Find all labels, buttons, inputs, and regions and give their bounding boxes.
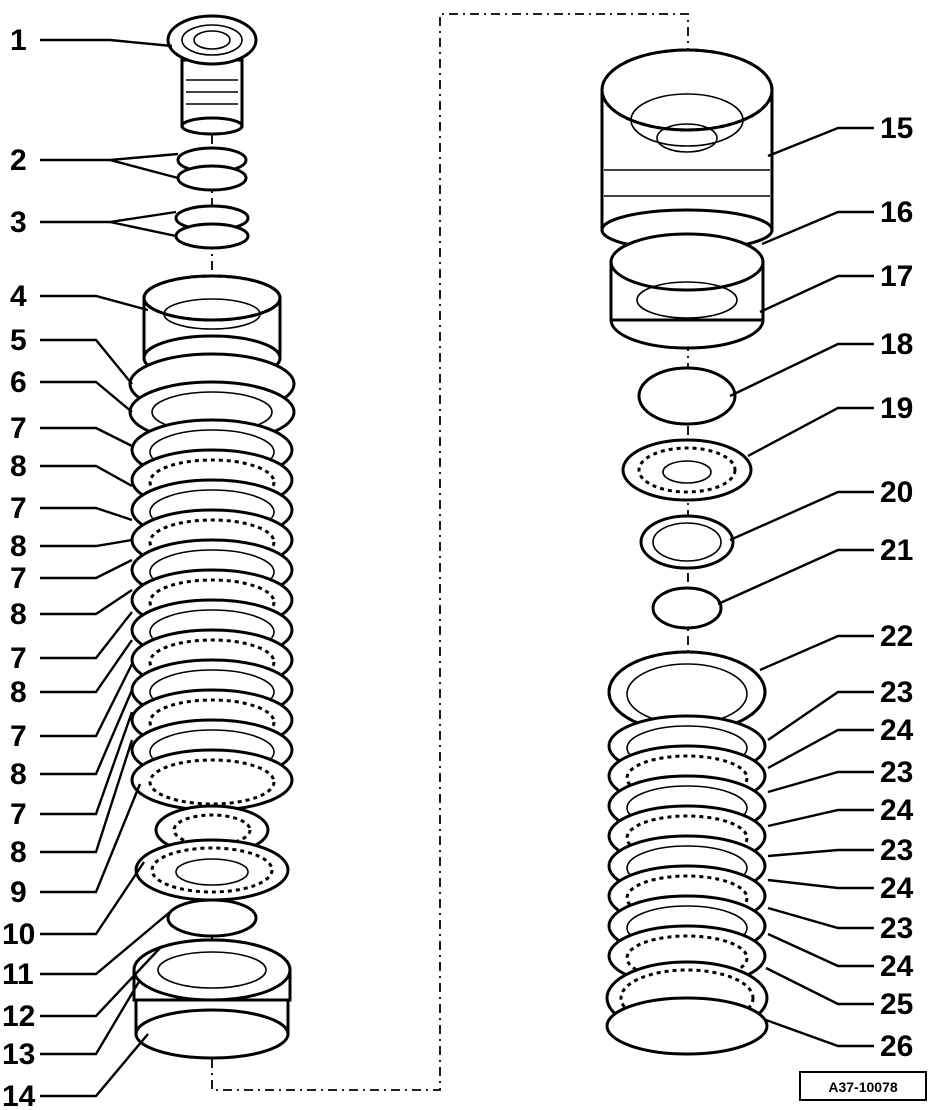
- callout-14: 14: [2, 1080, 36, 1110]
- callout-10: 10: [2, 918, 35, 951]
- callout-24: 24: [880, 950, 914, 983]
- callout-1: 1: [10, 24, 27, 57]
- callout-13: 13: [2, 1038, 35, 1071]
- part-piston-seal: [637, 366, 737, 426]
- callout-19: 19: [880, 392, 913, 425]
- callout-7: 7: [10, 720, 27, 753]
- callout-4: 4: [10, 280, 27, 313]
- callout-21: 21: [880, 534, 913, 567]
- callout-15: 15: [880, 112, 913, 145]
- callout-25: 25: [880, 988, 913, 1021]
- callout-8: 8: [10, 598, 27, 631]
- callout-7: 7: [10, 492, 27, 525]
- callout-23: 23: [880, 834, 913, 867]
- callout-12: 12: [2, 1000, 35, 1033]
- callout-7: 7: [10, 562, 27, 595]
- callout-8: 8: [10, 450, 27, 483]
- right-callout-numbers: 15 16 17 18 19 20 21 22 23 24 23 24 23 2…: [880, 112, 914, 1063]
- callout-leaders: [40, 38, 874, 1098]
- callout-26: 26: [880, 1030, 913, 1063]
- callout-5: 5: [10, 324, 27, 357]
- callout-20: 20: [880, 476, 913, 509]
- callout-23: 23: [880, 912, 913, 945]
- callout-16: 16: [880, 196, 913, 229]
- part-clutch-drum: [600, 48, 774, 252]
- right-parts-stack: [600, 48, 774, 1056]
- lined-clutch-plate: [130, 748, 294, 812]
- callout-22: 22: [880, 620, 913, 653]
- callout-8: 8: [10, 530, 27, 563]
- part-piston-housing: [132, 938, 292, 1060]
- drawing-reference-box: A37-10078: [799, 1071, 927, 1101]
- callout-6: 6: [10, 366, 27, 399]
- callout-24: 24: [880, 714, 914, 747]
- part-snap-ring: [651, 586, 723, 630]
- part-hub: [166, 14, 258, 136]
- callout-7: 7: [10, 642, 27, 675]
- callout-23: 23: [880, 756, 913, 789]
- callout-7: 7: [10, 412, 27, 445]
- callout-11: 11: [2, 958, 34, 991]
- callout-24: 24: [880, 794, 914, 827]
- clutch-plate-pack-left: [130, 418, 294, 812]
- callout-24: 24: [880, 872, 914, 905]
- callout-8: 8: [10, 758, 27, 791]
- part-return-spring-plate: [621, 438, 753, 502]
- part-diaphragm-spring: [134, 838, 290, 902]
- callout-7: 7: [10, 798, 27, 831]
- part-o-rings: [174, 204, 250, 250]
- part-support-ring: [166, 898, 258, 938]
- left-callout-numbers: 1 2 3 4 5 6 7 8 7 8 7 8 7 8 7 8 7 8 9 10…: [2, 24, 36, 1110]
- callout-18: 18: [880, 328, 913, 361]
- drawing-reference-number: A37-10078: [828, 1079, 897, 1095]
- part-retaining-ring: [605, 996, 769, 1056]
- callout-8: 8: [10, 676, 27, 709]
- clutch-plate-pack-right: [607, 714, 767, 988]
- callout-23: 23: [880, 676, 913, 709]
- callout-8: 8: [10, 836, 27, 869]
- callout-9: 9: [10, 876, 27, 909]
- part-piston: [609, 232, 765, 350]
- part-splined-carrier: [142, 274, 282, 382]
- part-seal-rings: [176, 146, 248, 192]
- left-parts-stack: [128, 14, 296, 1060]
- callout-17: 17: [880, 260, 913, 293]
- part-washer: [639, 514, 735, 570]
- callout-3: 3: [10, 206, 27, 239]
- callout-2: 2: [10, 144, 27, 177]
